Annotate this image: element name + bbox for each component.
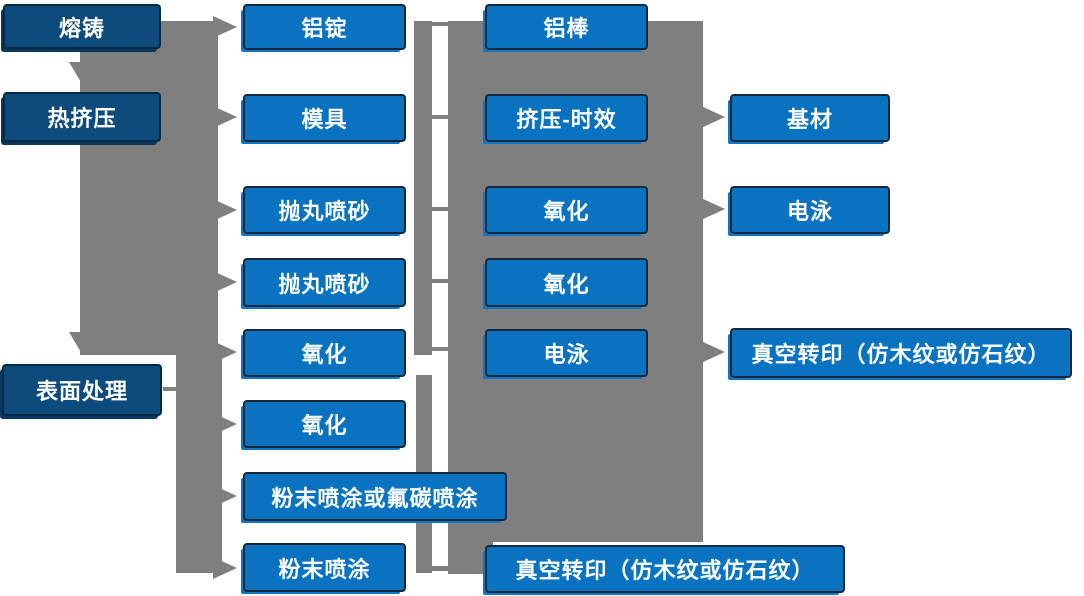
arrow-right-icon	[213, 341, 237, 363]
connector-band-left-narrow	[176, 355, 222, 573]
node-vacuum-transfer-print-right: 真空转印（仿木纹或仿石纹）	[730, 328, 1072, 378]
arrow-right-icon	[701, 106, 725, 128]
arrow-right-icon	[213, 557, 237, 579]
node-oxidation-1: 氧化	[243, 329, 406, 377]
connector-band-mid-upper	[414, 21, 432, 355]
node-electrophoresis-2: 电泳	[730, 186, 890, 234]
node-powder-or-fluorocarbon-coating: 粉末喷涂或氟碳喷涂	[243, 472, 507, 521]
node-vacuum-transfer-print-bottom: 真空转印（仿木纹或仿石纹）	[485, 545, 845, 593]
node-oxidation-3: 氧化	[485, 186, 648, 234]
arrow-right-icon	[213, 485, 237, 507]
connector-line-row3	[430, 207, 448, 211]
node-extrusion-aging: 挤压-时效	[485, 94, 648, 142]
connector-line-row2	[428, 115, 448, 119]
arrow-right-icon	[213, 199, 237, 221]
node-melting-casting: 熔铸	[3, 4, 161, 49]
arrow-right-icon	[701, 341, 725, 363]
arrow-right-icon	[213, 106, 237, 128]
arrow-right-icon	[213, 16, 237, 38]
connector-line-surface	[163, 387, 176, 391]
node-oxidation-2: 氧化	[243, 400, 406, 448]
connector-band-left-wide	[80, 21, 218, 355]
node-base-material: 基材	[730, 94, 890, 142]
connector-line-row1	[414, 22, 448, 26]
connector-line-row5	[430, 347, 448, 351]
node-shot-blasting-2: 抛丸喷砂	[243, 258, 406, 307]
arrow-right-icon	[213, 271, 237, 293]
node-aluminum-ingot: 铝锭	[243, 4, 406, 50]
node-hot-extrusion: 热挤压	[3, 92, 161, 142]
node-mold: 模具	[243, 94, 406, 142]
node-electrophoresis-1: 电泳	[485, 329, 648, 377]
arrow-right-icon	[701, 198, 725, 220]
node-shot-blasting-1: 抛丸喷砂	[243, 186, 406, 234]
connector-line-bottom	[432, 566, 448, 571]
node-oxidation-4: 氧化	[485, 258, 648, 307]
node-surface-treatment: 表面处理	[2, 364, 162, 416]
connector-line-row4	[430, 279, 448, 283]
arrow-right-icon	[213, 413, 237, 435]
node-powder-coating: 粉末喷涂	[243, 543, 406, 592]
node-aluminum-rod: 铝棒	[485, 4, 648, 50]
